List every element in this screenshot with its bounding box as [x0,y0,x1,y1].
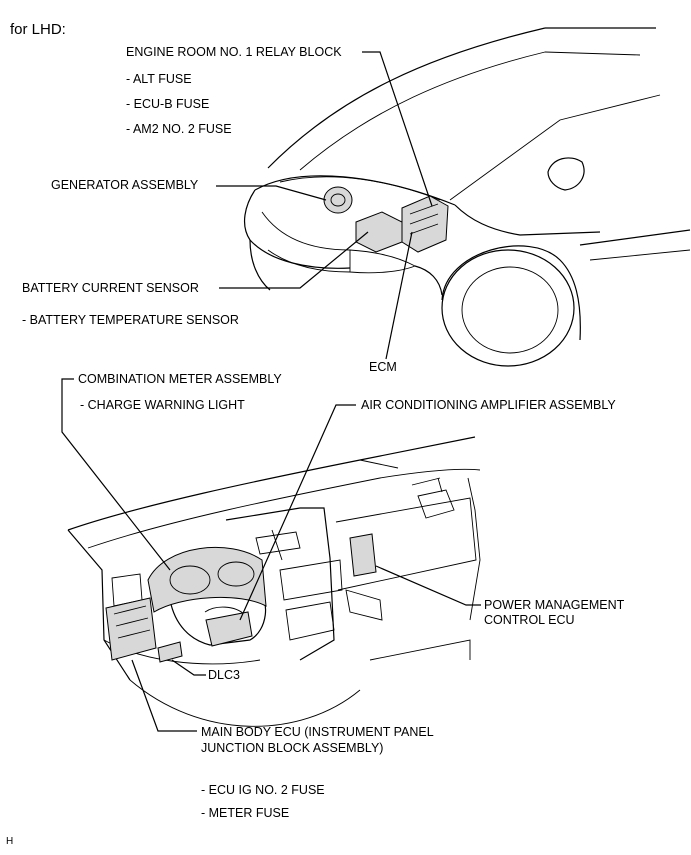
ac-amplifier-part [205,611,253,647]
label-charge-light: - CHARGE WARNING LIGHT [80,398,245,412]
main-body-ecu-part [105,597,157,661]
label-power-mgmt-line1: POWER MANAGEMENT [484,598,625,612]
label-ecub-fuse: - ECU-B FUSE [126,97,210,111]
label-alt-fuse: - ALT FUSE [126,72,192,86]
dlc3-part [157,641,183,663]
relay-block-part [401,195,449,253]
label-power-mgmt-line2: CONTROL ECU [484,613,575,627]
label-ecuig-fuse: - ECU IG NO. 2 FUSE [201,783,325,797]
dashboard-illustration [67,436,481,727]
combination-meter-part [147,547,267,613]
label-main-body-line1: MAIN BODY ECU (INSTRUMENT PANEL [201,725,434,739]
battery-part [355,211,403,253]
label-meter-fuse: - METER FUSE [201,806,290,820]
label-generator: GENERATOR ASSEMBLY [51,178,199,192]
generator-part [323,186,353,214]
label-combination-meter: COMBINATION METER ASSEMBLY [78,372,282,386]
label-battery-temp: - BATTERY TEMPERATURE SENSOR [22,313,239,327]
top-leader-lines [216,51,433,360]
bottom-leader-lines [61,378,481,732]
car-illustration [243,27,691,367]
label-main-body-line2: JUNCTION BLOCK ASSEMBLY) [201,741,384,755]
label-battery-sensor: BATTERY CURRENT SENSOR [22,281,199,295]
label-ecm: ECM [369,360,397,374]
label-dlc3: DLC3 [208,668,240,682]
power-mgmt-ecu-part [349,533,377,577]
header-title: for LHD: [10,21,66,38]
label-relay-block: ENGINE ROOM NO. 1 RELAY BLOCK [126,45,342,59]
footer-code: H [6,836,14,847]
label-am2-fuse: - AM2 NO. 2 FUSE [126,122,232,136]
label-ac-amplifier: AIR CONDITIONING AMPLIFIER ASSEMBLY [361,398,616,412]
